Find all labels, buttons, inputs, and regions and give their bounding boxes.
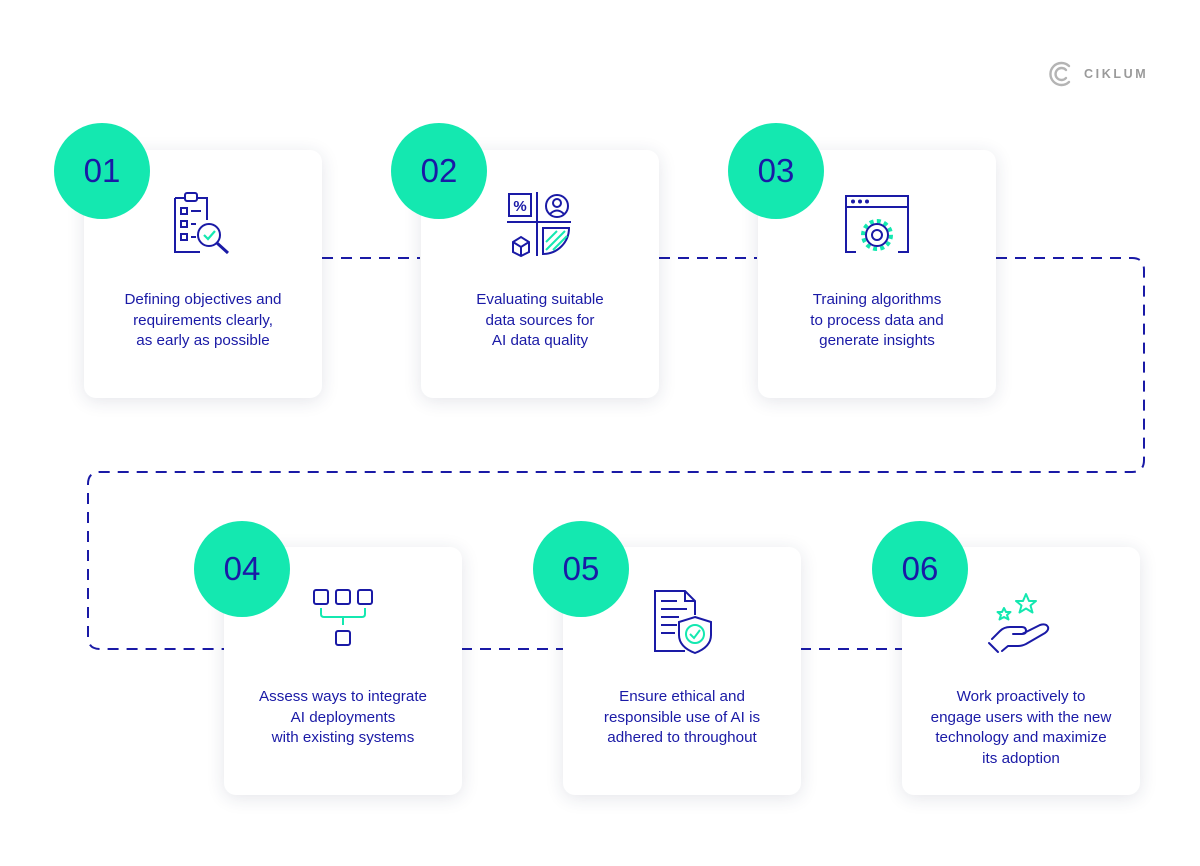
clipboard-checklist-magnifier-icon: [174, 192, 230, 255]
step-description-line: Defining objectives and: [124, 291, 282, 308]
step-number-badge-01: 01: [54, 123, 150, 219]
step-number-badge-04: 04: [194, 521, 290, 617]
step-description: Ensure ethical and responsible use of AI…: [577, 687, 787, 749]
step-card-01: Defining objectives and requirements cle…: [84, 150, 322, 398]
system-integration-icon: [313, 589, 373, 646]
step-description-line: technology and maximize: [935, 729, 1107, 746]
step-description-line: Training algorithms: [812, 291, 942, 308]
step-number-badge-02: 02: [391, 123, 487, 219]
step-description: Work proactively to engage users with th…: [916, 687, 1126, 769]
step-description: Defining objectives and requirements cle…: [98, 290, 308, 352]
document-shield-check-icon: [654, 590, 712, 655]
step-description-line: to process data and: [810, 311, 944, 329]
step-number-badge-03: 03: [728, 123, 824, 219]
step-description-line: engage users with the new: [930, 708, 1112, 726]
logo-text: CIKLUM: [1084, 67, 1149, 81]
step-description: Assess ways to integrate AI deployments …: [238, 687, 448, 749]
browser-gear-icon: [845, 195, 909, 253]
ciklum-logo: CIKLUM: [1048, 60, 1148, 88]
step-description: Evaluating suitable data sources for AI …: [435, 290, 645, 352]
step-number-badge-05: 05: [533, 521, 629, 617]
step-description-line: Ensure ethical and: [619, 688, 745, 705]
hand-stars-icon: [988, 593, 1050, 653]
step-description-line: data sources for: [485, 311, 595, 329]
data-sources-grid-icon: %: [507, 192, 571, 258]
step-description-line: Assess ways to integrate: [259, 688, 427, 705]
svg-text:%: %: [513, 198, 526, 215]
step-description-line: with existing systems: [271, 729, 415, 746]
step-description-line: requirements clearly,: [133, 311, 273, 329]
step-number-badge-06: 06: [872, 521, 968, 617]
step-description-line: its adoption: [982, 749, 1060, 767]
step-description-line: generate insights: [819, 332, 935, 349]
step-description-line: adhered to throughout: [607, 729, 757, 746]
ciklum-logo-icon: [1049, 61, 1071, 87]
step-description-line: Work proactively to: [956, 688, 1086, 705]
step-description: Training algorithms to process data and …: [772, 290, 982, 352]
step-description-line: AI data quality: [491, 332, 589, 349]
step-description-line: Evaluating suitable: [476, 291, 604, 308]
step-description-line: as early as possible: [136, 332, 270, 349]
step-description-line: responsible use of AI is: [603, 708, 761, 726]
step-description-line: AI deployments: [290, 708, 396, 726]
